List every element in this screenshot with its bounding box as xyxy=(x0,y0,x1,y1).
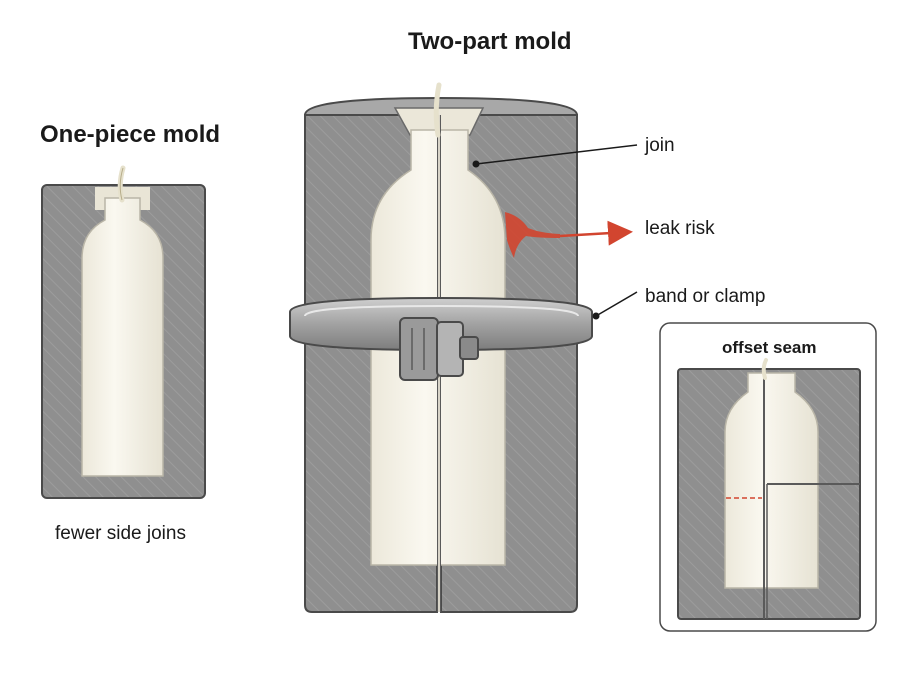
leak-callout-arrow xyxy=(559,220,633,246)
clamp-callout-dot xyxy=(592,312,600,320)
wax-leak-drip xyxy=(505,212,560,258)
two-part-mold xyxy=(289,82,638,613)
one-piece-candle xyxy=(81,197,164,477)
one-piece-mold xyxy=(41,165,206,499)
one-piece-caption: fewer side joins xyxy=(55,523,186,544)
one-piece-wick-outline xyxy=(119,167,124,201)
offset-seam-inset xyxy=(659,322,877,632)
clamp-callout-line xyxy=(595,291,638,317)
join-callout-line xyxy=(475,144,638,165)
clamp-bolt-nut xyxy=(459,336,479,360)
clamp-label: band or clamp xyxy=(645,286,766,307)
join-callout-dot xyxy=(472,160,480,168)
clamp-band-highlight xyxy=(304,304,579,317)
inset-wick xyxy=(761,358,768,380)
clamp-buckle xyxy=(399,317,479,381)
one-piece-mold-title: One-piece mold xyxy=(40,121,221,148)
two-part-mold-title: Two-part mold xyxy=(408,28,572,55)
two-part-wick xyxy=(433,82,442,138)
offset-seam-title: offset seam xyxy=(722,338,817,357)
inset-candle xyxy=(724,372,819,589)
leak-risk-label: leak risk xyxy=(645,218,715,239)
join-label: join xyxy=(645,135,675,156)
